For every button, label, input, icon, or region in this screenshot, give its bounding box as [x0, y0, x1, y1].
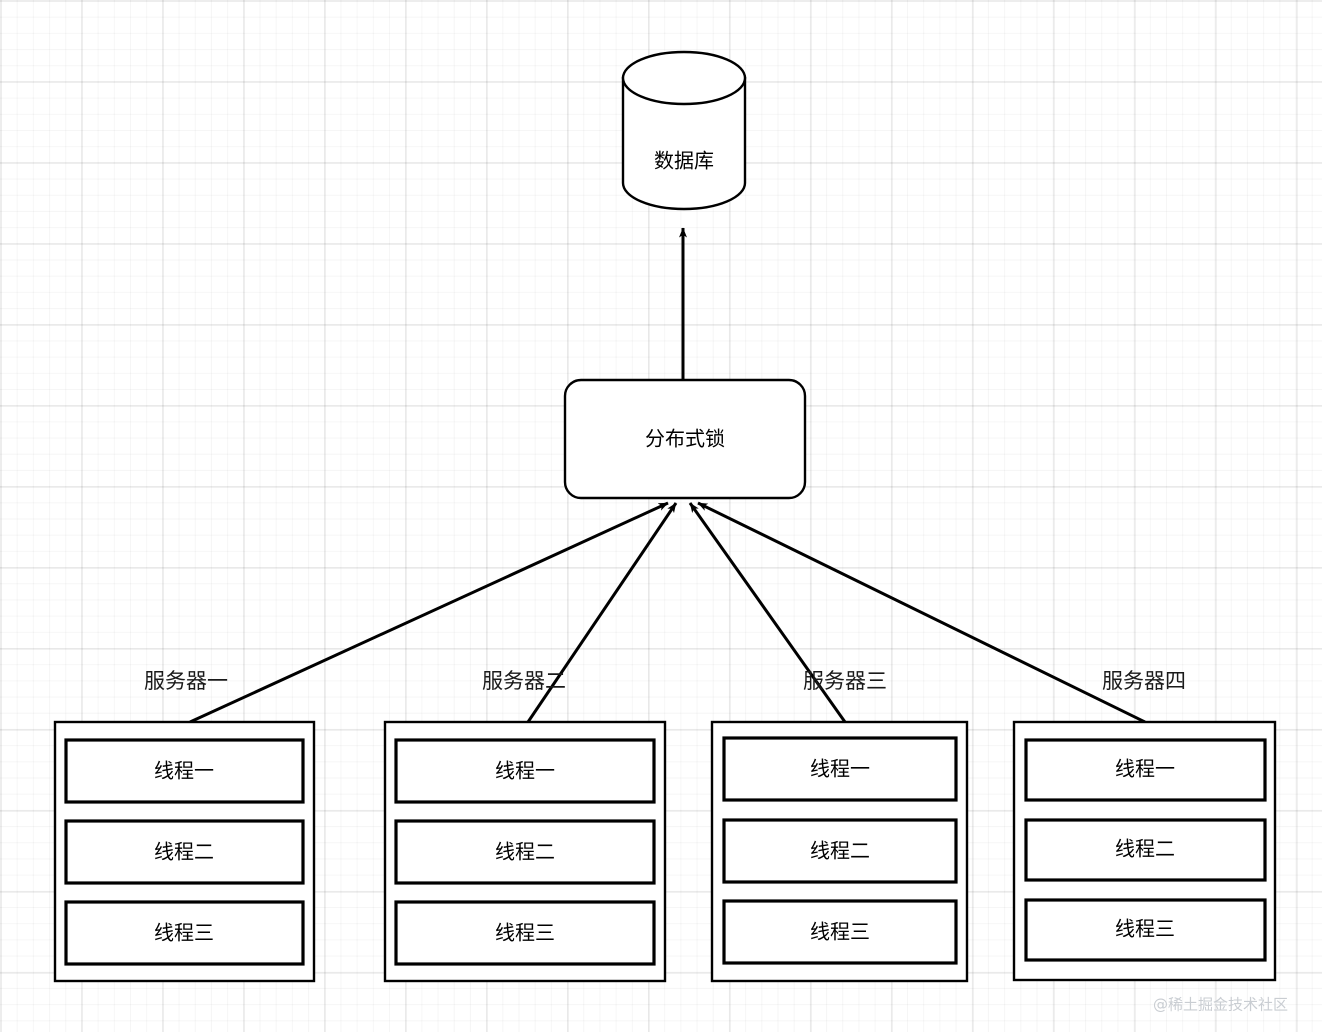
- thread-item[interactable]: 线程三: [394, 900, 656, 966]
- thread-item[interactable]: 线程三: [1024, 898, 1267, 962]
- server-group-4[interactable]: 线程一 线程二 线程三: [1012, 720, 1277, 982]
- database-cylinder-top: [621, 50, 747, 106]
- connector-server-1-to-lock: [189, 501, 669, 724]
- connector-server-4-to-lock: [697, 501, 1146, 724]
- server-caption-3: 服务器三: [803, 669, 887, 693]
- thread-box-3-2: [722, 818, 958, 884]
- thread-label: 线程二: [495, 840, 555, 864]
- database-cylinder-body: [621, 76, 747, 211]
- thread-box-4-3: [1024, 898, 1267, 962]
- thread-item[interactable]: 线程二: [64, 819, 305, 885]
- thread-label: 线程三: [495, 921, 555, 945]
- thread-box-1-3: [64, 900, 305, 966]
- thread-box-3-1: [722, 736, 958, 802]
- server-group-2[interactable]: 线程一 线程二 线程三: [383, 720, 667, 983]
- thread-item[interactable]: 线程一: [64, 738, 305, 804]
- thread-label: 线程三: [154, 921, 214, 945]
- thread-box-4-1: [1024, 738, 1267, 802]
- thread-label: 线程一: [810, 757, 870, 781]
- distributed-lock-node[interactable]: 分布式锁: [563, 378, 807, 500]
- thread-label: 线程二: [810, 839, 870, 863]
- thread-item[interactable]: 线程二: [394, 819, 656, 885]
- thread-item[interactable]: 线程二: [1024, 818, 1267, 882]
- connector-server-2-to-lock: [526, 502, 678, 723]
- thread-box-4-2: [1024, 818, 1267, 882]
- thread-box-1-2: [64, 819, 305, 885]
- lock-box: [563, 378, 807, 500]
- connector-server-3-to-lock: [688, 502, 847, 723]
- thread-label: 线程三: [1115, 917, 1175, 941]
- thread-item[interactable]: 线程一: [1024, 738, 1267, 802]
- thread-label: 线程一: [154, 759, 214, 783]
- server-caption-4: 服务器四: [1102, 669, 1186, 693]
- thread-label: 线程二: [1115, 837, 1175, 861]
- server-caption-2: 服务器二: [482, 669, 566, 693]
- thread-item[interactable]: 线程一: [394, 738, 656, 804]
- thread-item[interactable]: 线程一: [722, 736, 958, 802]
- thread-item[interactable]: 线程二: [722, 818, 958, 884]
- server-group-3[interactable]: 线程一 线程二 线程三: [710, 720, 969, 983]
- thread-box-2-3: [394, 900, 656, 966]
- thread-box-2-1: [394, 738, 656, 804]
- thread-box-2-2: [394, 819, 656, 885]
- thread-label: 线程一: [1115, 757, 1175, 781]
- watermark: @稀土掘金技术社区: [1153, 996, 1288, 1014]
- lock-label: 分布式锁: [645, 427, 725, 451]
- thread-label: 线程三: [810, 920, 870, 944]
- server-caption-1: 服务器一: [144, 669, 228, 693]
- thread-label: 线程一: [495, 759, 555, 783]
- thread-box-3-3: [722, 899, 958, 965]
- thread-item[interactable]: 线程三: [64, 900, 305, 966]
- server-group-1[interactable]: 线程一 线程二 线程三: [53, 720, 316, 983]
- database-node[interactable]: 数据库: [621, 50, 747, 211]
- thread-label: 线程二: [154, 840, 214, 864]
- database-label: 数据库: [654, 149, 714, 173]
- thread-box-1-1: [64, 738, 305, 804]
- thread-item[interactable]: 线程三: [722, 899, 958, 965]
